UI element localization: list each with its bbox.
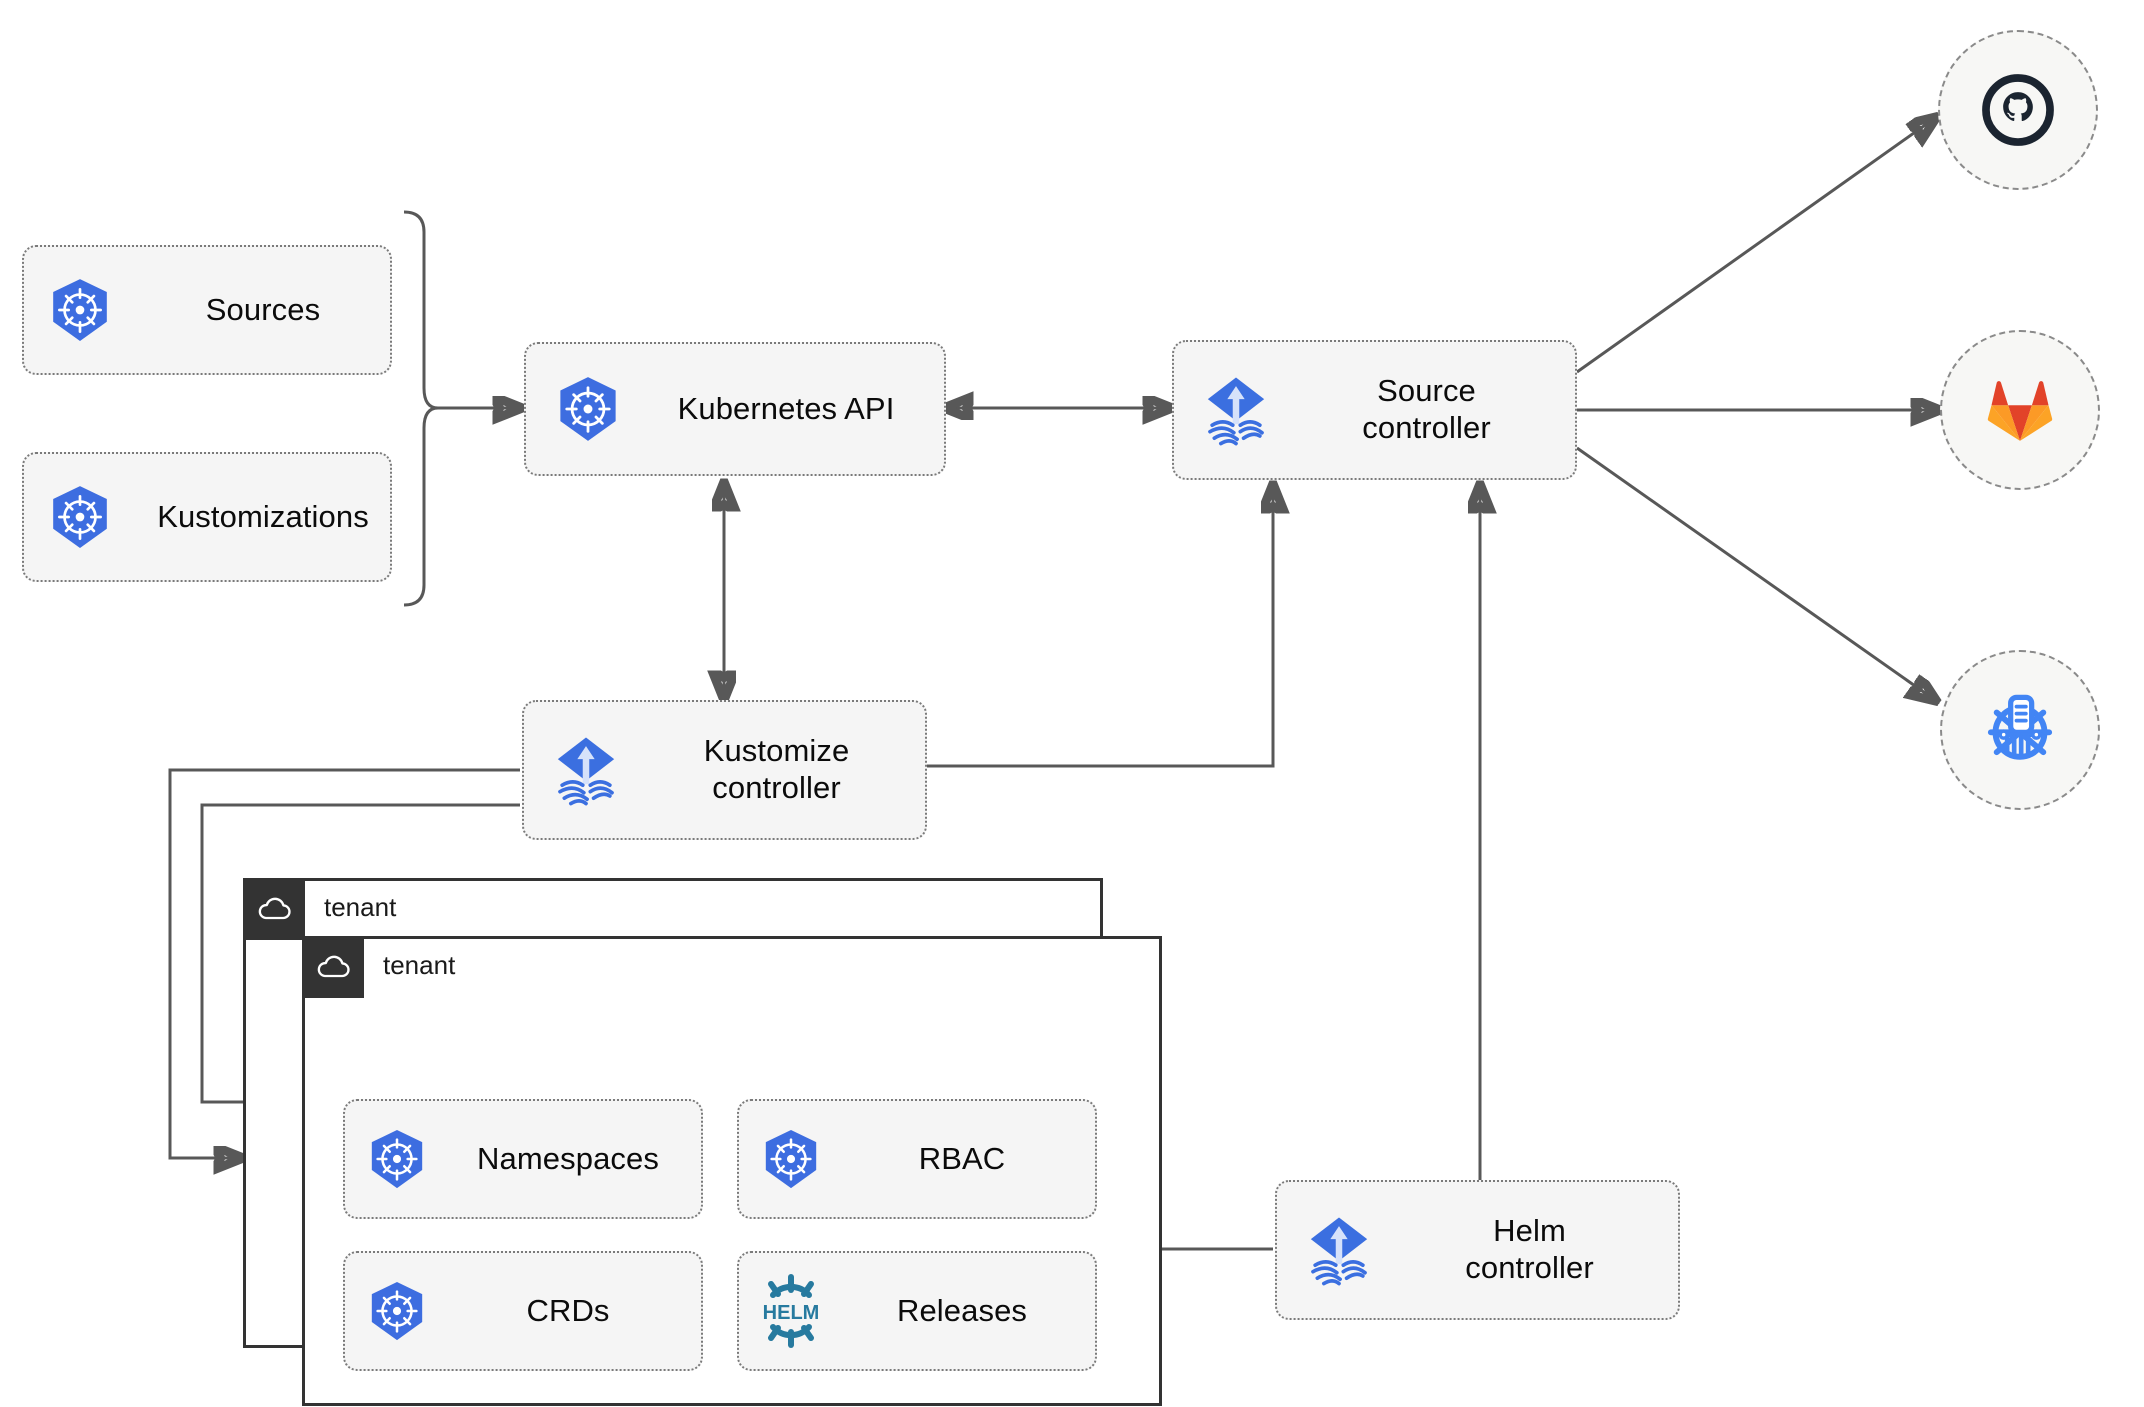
node-kustomize-controller[interactable]: Kustomize controller [522,700,927,840]
node-label: Namespaces [477,1140,659,1176]
node-source-controller[interactable]: Source controller [1172,340,1577,480]
helm-wordmark: HELM [763,1302,820,1324]
node-label: RBAC [918,1140,1006,1176]
node-sources[interactable]: Sources [22,245,392,375]
provider-helm-repository[interactable] [1940,650,2100,810]
node-kustomizations[interactable]: Kustomizations [22,452,392,582]
edge-source-controller-to-github [1576,118,1935,374]
cloud-icon [302,936,364,998]
node-label: Kustomizations [157,498,369,534]
provider-github[interactable] [1938,30,2098,190]
flux-icon [1277,1211,1401,1289]
flux-icon [524,731,648,809]
tenant-label: tenant [383,950,456,980]
node-helm-controller[interactable]: Helm controller [1275,1180,1680,1320]
node-label: Kustomize controller [703,733,850,805]
gitlab-icon [1987,381,2053,441]
kubernetes-icon [345,1128,449,1190]
kubernetes-icon [526,375,650,443]
helm-repository-icon [1987,694,2053,760]
node-label: Helm controller [1465,1213,1594,1285]
provider-gitlab[interactable] [1940,330,2100,490]
github-icon [1982,74,2054,146]
node-kubernetes-api[interactable]: Kubernetes API [524,342,946,476]
kubernetes-icon [739,1128,843,1190]
kubernetes-icon [24,484,136,550]
node-label: Releases [896,1292,1028,1328]
node-label: Source controller [1362,373,1491,445]
edge-kustomize-controller-to-source-controller [927,486,1273,768]
node-label: Kubernetes API [677,390,895,426]
resources-brace [403,210,439,607]
node-namespaces[interactable]: Namespaces [343,1099,703,1219]
node-rbac[interactable]: RBAC [737,1099,1097,1219]
node-label: CRDs [526,1292,610,1328]
node-crds[interactable]: CRDs [343,1251,703,1371]
helm-icon: HELM [739,1273,843,1349]
tenant-front[interactable]: tenant Namespaces [302,936,1162,1406]
edge-source-controller-to-bucket [1576,446,1935,700]
node-releases[interactable]: HELM Releases [737,1251,1097,1371]
tenant-label: tenant [324,892,397,922]
cloud-icon [243,878,305,940]
kubernetes-icon [345,1280,449,1342]
node-label: Sources [205,291,321,327]
flux-icon [1174,371,1298,449]
kubernetes-icon [24,277,136,343]
